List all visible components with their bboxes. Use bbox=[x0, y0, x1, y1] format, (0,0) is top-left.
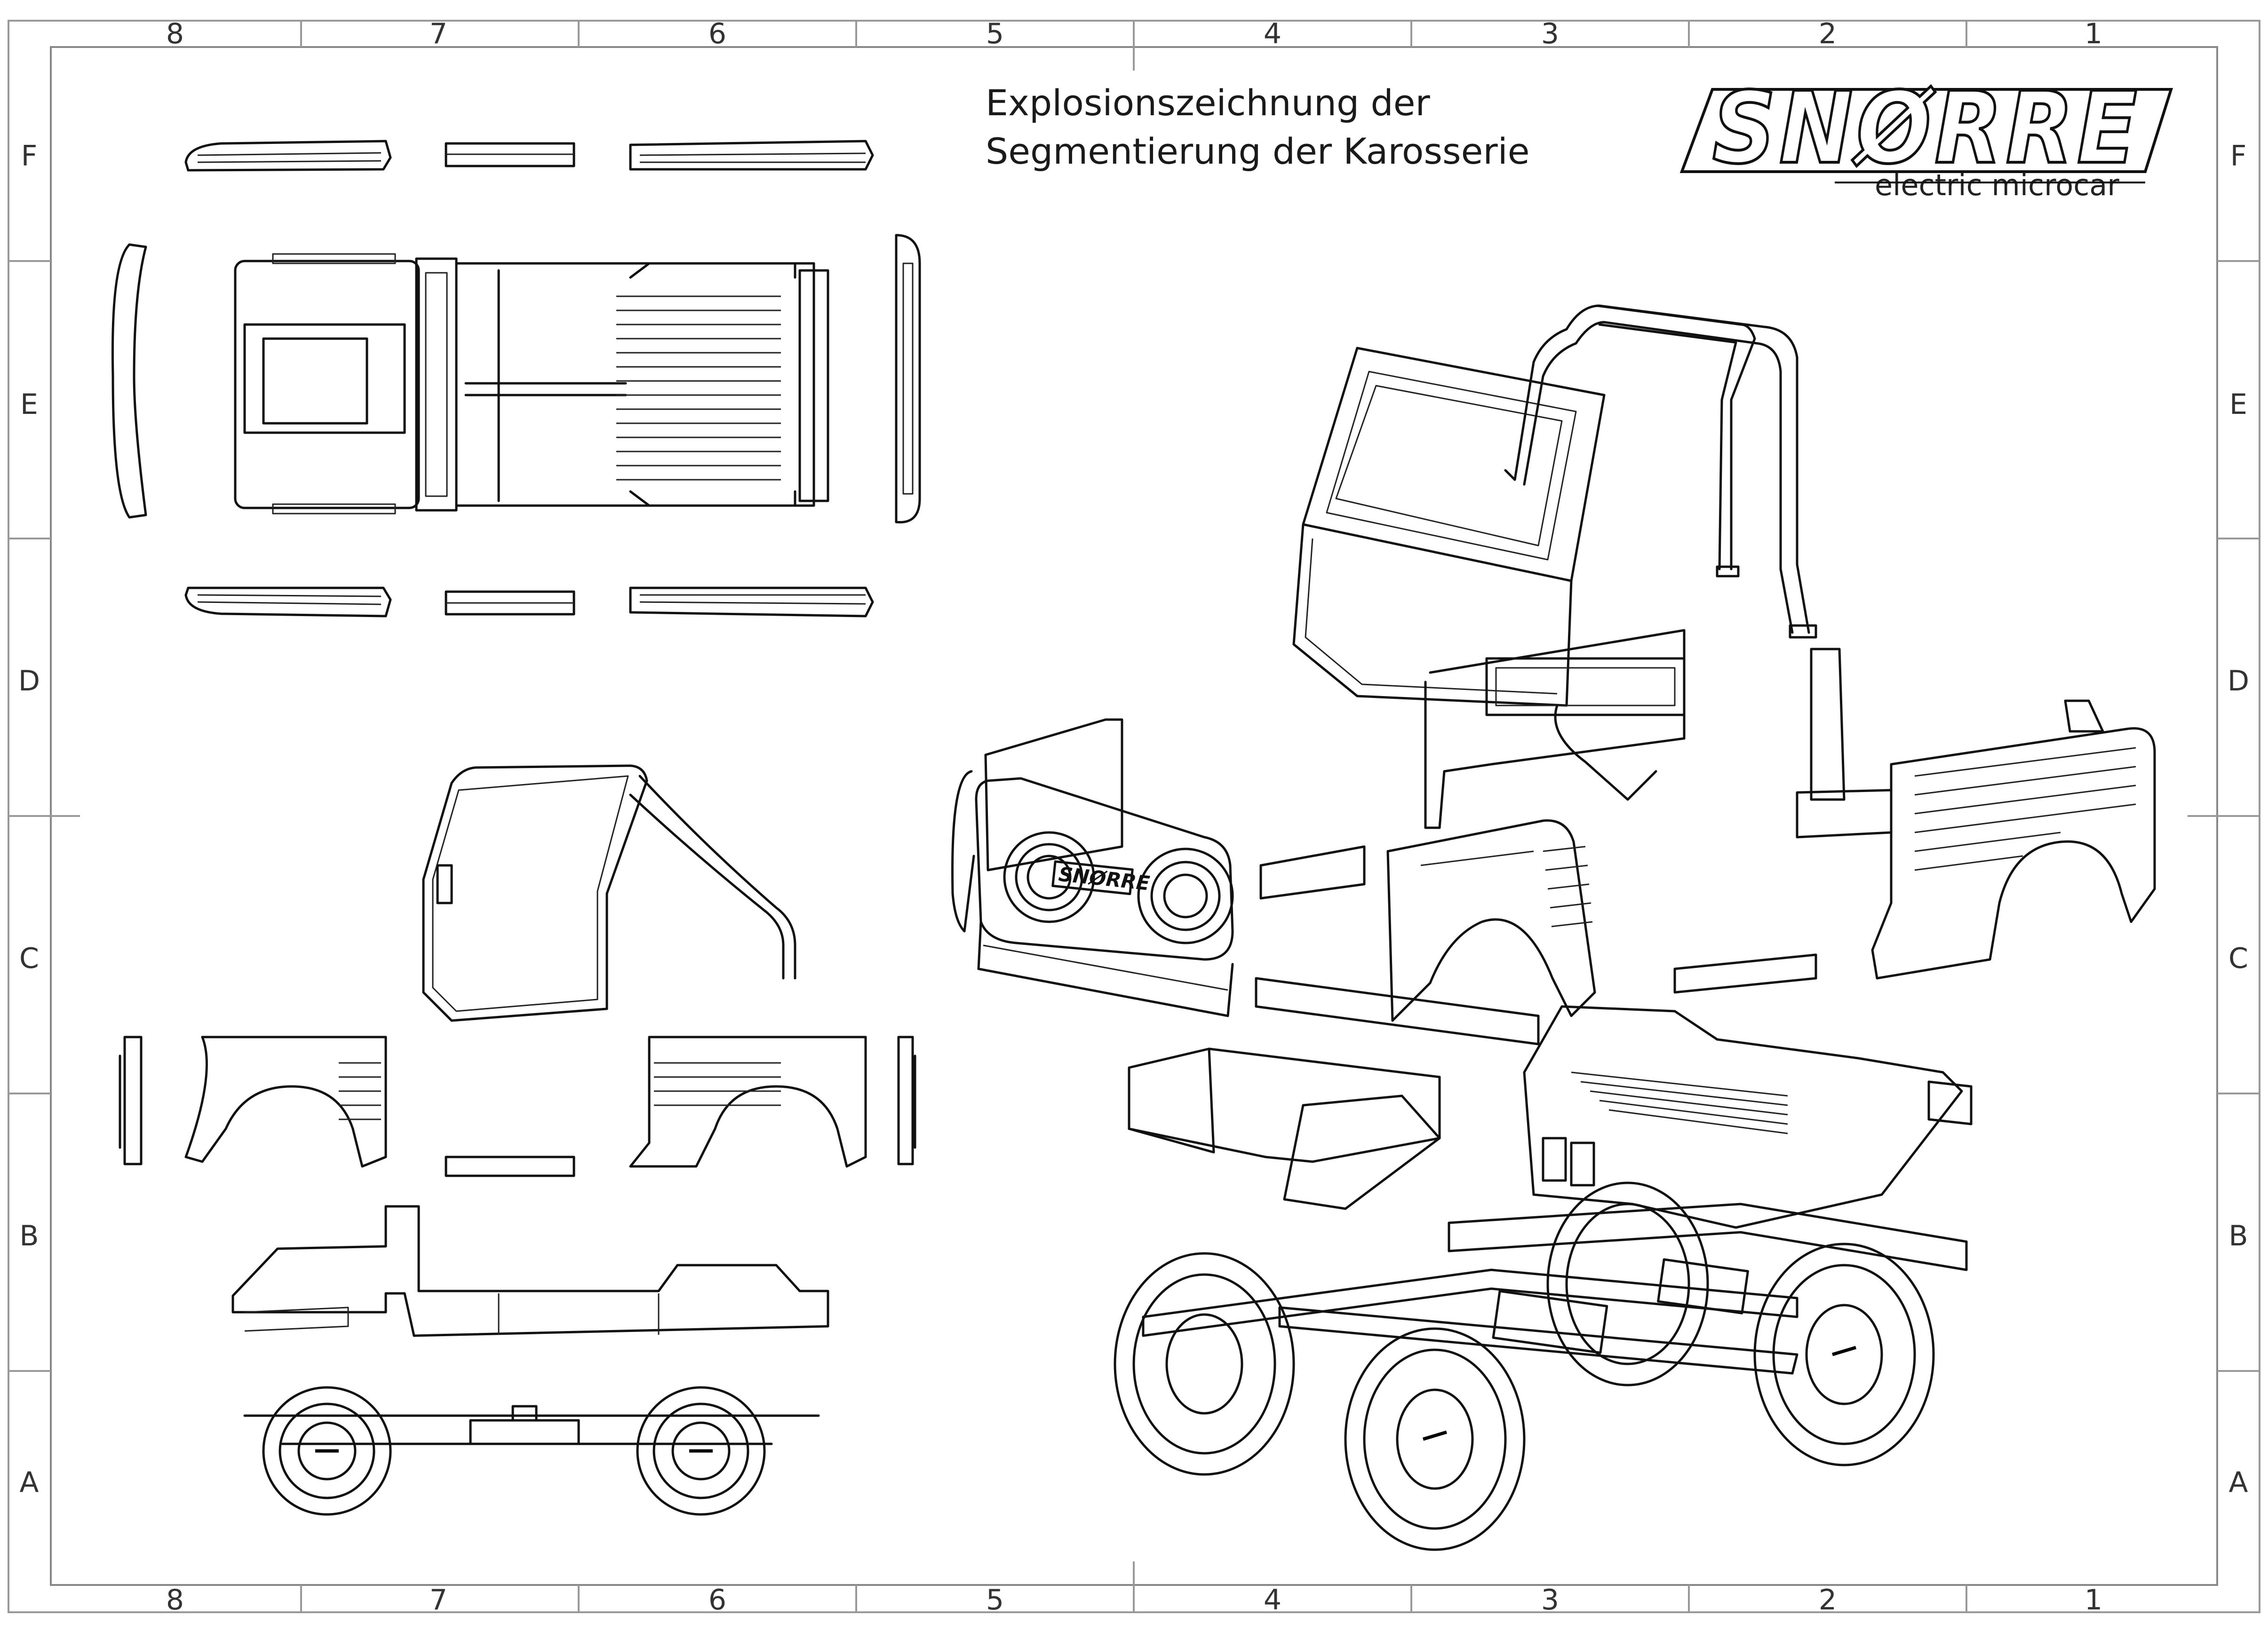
iso-roll-bar bbox=[1504, 304, 1817, 639]
grid-col-label: 7 bbox=[430, 1584, 447, 1616]
grid-row-label: A bbox=[19, 1466, 39, 1499]
grid-row-label: C bbox=[19, 942, 39, 975]
logo-wordmark: SNØRRE bbox=[1712, 71, 2141, 186]
grid-row-label: D bbox=[18, 665, 40, 697]
grid-row-label: D bbox=[2228, 665, 2249, 697]
plan-view-vehicle bbox=[111, 234, 921, 523]
grid-col-label: 7 bbox=[430, 17, 447, 50]
grid-row-label: F bbox=[21, 140, 38, 173]
grid-col-label: 2 bbox=[1819, 1584, 1837, 1616]
drawing-title: Explosionszeichnung der Segmentierung de… bbox=[986, 82, 1529, 172]
grid-col-label: 6 bbox=[708, 17, 726, 50]
logo-tagline: electric microcar bbox=[1875, 168, 2119, 202]
top-view-side-panels-upper bbox=[184, 140, 874, 172]
grid-col-label: 3 bbox=[1541, 17, 1559, 50]
iso-center-fender bbox=[1259, 819, 1596, 1022]
side-view-chassis-wheels bbox=[243, 1386, 820, 1516]
grid-labels-top: 8 7 6 5 4 3 2 1 bbox=[166, 17, 2102, 50]
grid-ticks bbox=[8, 21, 2260, 1612]
grid-row-label: B bbox=[19, 1220, 39, 1252]
title-line-2: Segmentierung der Karosserie bbox=[986, 130, 1529, 172]
title-line-1: Explosionszeichnung der bbox=[986, 82, 1430, 124]
grid-row-label: C bbox=[2228, 942, 2248, 975]
grid-col-label: 3 bbox=[1541, 1584, 1559, 1616]
side-view-cab-frame bbox=[422, 764, 796, 1022]
grid-col-label: 5 bbox=[986, 1584, 1004, 1616]
grid-col-label: 8 bbox=[166, 1584, 184, 1616]
grid-col-label: 4 bbox=[1264, 1584, 1281, 1616]
grid-col-label: 5 bbox=[986, 17, 1004, 50]
grid-col-label: 1 bbox=[2085, 17, 2102, 50]
grid-col-label: 8 bbox=[166, 17, 184, 50]
iso-chassis-wheels bbox=[1114, 1181, 1968, 1551]
grid-labels-left: F E D C B A bbox=[18, 140, 40, 1499]
grid-labels-right: F E D C B A bbox=[2228, 140, 2249, 1499]
grid-col-label: 4 bbox=[1264, 17, 1281, 50]
grid-col-label: 6 bbox=[708, 1584, 726, 1616]
iso-door-frame bbox=[1292, 347, 1606, 707]
snorre-logo: SNØRRE electric microcar bbox=[1679, 69, 2173, 202]
iso-rear-body-panel bbox=[1424, 629, 1686, 829]
grid-labels-bottom: 8 7 6 5 4 3 2 1 bbox=[166, 1584, 2102, 1616]
iso-chassis-tub bbox=[1128, 977, 1973, 1229]
grid-row-label: B bbox=[2228, 1220, 2248, 1252]
grid-row-label: E bbox=[20, 388, 38, 421]
side-view-fenders bbox=[119, 1036, 916, 1177]
grille-badge: SNØRRE bbox=[1058, 863, 1151, 895]
grid-row-label: E bbox=[2229, 388, 2247, 421]
iso-front-grille: SNØRRE bbox=[951, 718, 1234, 1017]
grid-row-label: F bbox=[2230, 140, 2247, 173]
top-view-side-panels-lower bbox=[184, 586, 874, 618]
iso-rear-fender bbox=[1673, 648, 2156, 994]
grid-col-label: 1 bbox=[2085, 1584, 2102, 1616]
grid-col-label: 2 bbox=[1819, 17, 1837, 50]
grid-row-label: A bbox=[2228, 1466, 2248, 1499]
side-view-chassis-tub bbox=[231, 1205, 829, 1337]
